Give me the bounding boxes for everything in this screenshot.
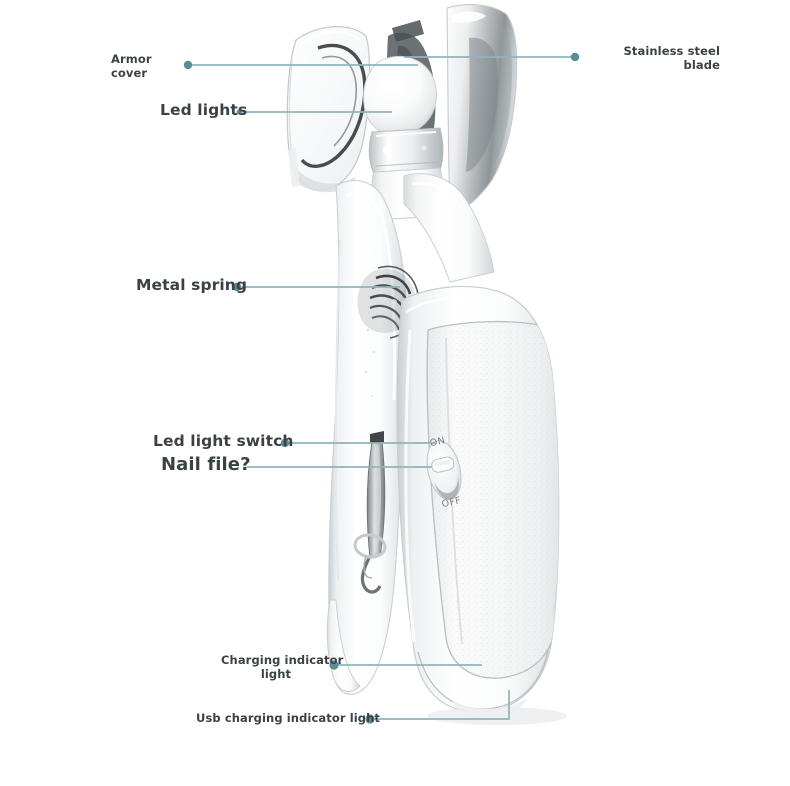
label-metal-spring: Metal spring: [136, 276, 248, 294]
dot-armor-cover: [183, 60, 193, 70]
switch-on-label: ON: [429, 435, 446, 449]
leader-dots: [183, 52, 580, 724]
switch-off-label: OFF: [441, 495, 463, 510]
nail-file-part: [353, 431, 387, 594]
led-light-switch-part[interactable]: ON OFF: [421, 433, 469, 511]
dot-stainless-steel-blade: [570, 52, 580, 62]
dot-usb-charging-indicator: [365, 714, 375, 724]
dot-led-lights: [236, 109, 242, 115]
usb-charging-indicator-light-part: [452, 698, 528, 720]
dot-charging-indicator: [329, 660, 339, 670]
label-usb-charging-indicator-light: Usb charging indicator light: [196, 711, 381, 725]
clipper-upper-arm: [403, 173, 495, 283]
clipper-lever-arm: [328, 180, 407, 695]
label-nail-file: Nail file?: [161, 454, 251, 475]
label-led-lights: Led lights: [160, 101, 248, 119]
dot-metal-spring: [232, 282, 242, 292]
label-stainless-steel-blade: Stainless steel blade: [623, 44, 720, 72]
leader-usb-charging-indicator: [370, 690, 510, 720]
label-charging-indicator-light: Charging indicator light: [221, 653, 344, 681]
label-led-light-switch: Led light switch: [153, 432, 294, 450]
armor-cover-part: [286, 26, 371, 191]
label-armor-cover: Armor cover: [111, 52, 152, 80]
dot-led-light-switch: [280, 438, 290, 448]
